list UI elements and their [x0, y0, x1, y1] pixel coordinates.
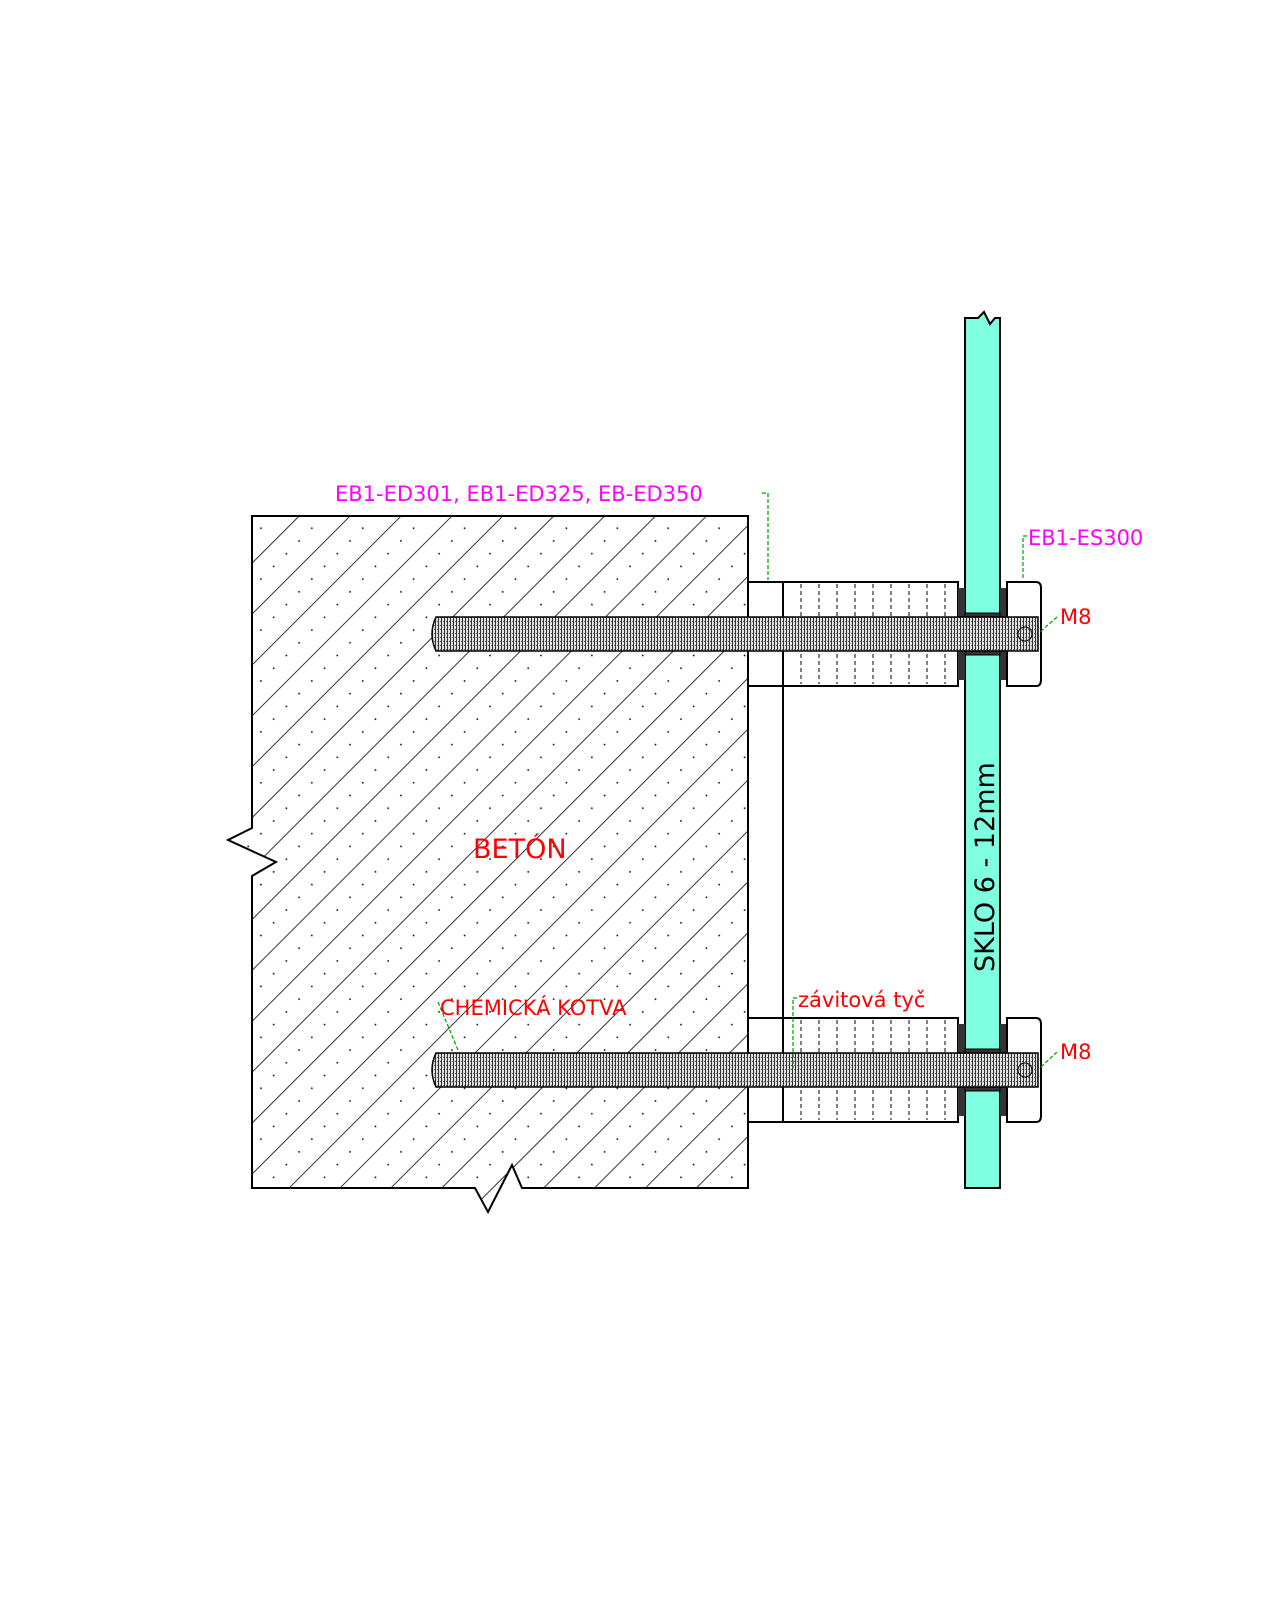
- leader-lines: [437, 492, 1058, 1069]
- threaded-rod-label: závitová tyč: [798, 988, 925, 1012]
- concrete-block: [225, 515, 749, 1215]
- spacer-parts-label: EB1-ED301, EB1-ED325, EB-ED350: [335, 482, 703, 506]
- concrete-label: BETÓN: [473, 833, 567, 865]
- fixing-bottom: [431, 1017, 1042, 1123]
- glass-label: SKLO 6 - 12mm: [970, 762, 1001, 972]
- fixing-top: [431, 581, 1042, 687]
- threaded-rod: [431, 1052, 1039, 1088]
- thread-bottom-label: M8: [1060, 1040, 1091, 1064]
- rod-end-icon: [1017, 1062, 1033, 1078]
- cap-part-label: EB1-ES300: [1028, 526, 1143, 550]
- threaded-rod: [431, 616, 1039, 652]
- thread-top-label: M8: [1060, 605, 1091, 629]
- rod-end-icon: [1017, 626, 1033, 642]
- chemical-anchor-label: CHEMICKÁ KOTVA: [440, 995, 627, 1020]
- glass-pane: [964, 310, 1001, 1189]
